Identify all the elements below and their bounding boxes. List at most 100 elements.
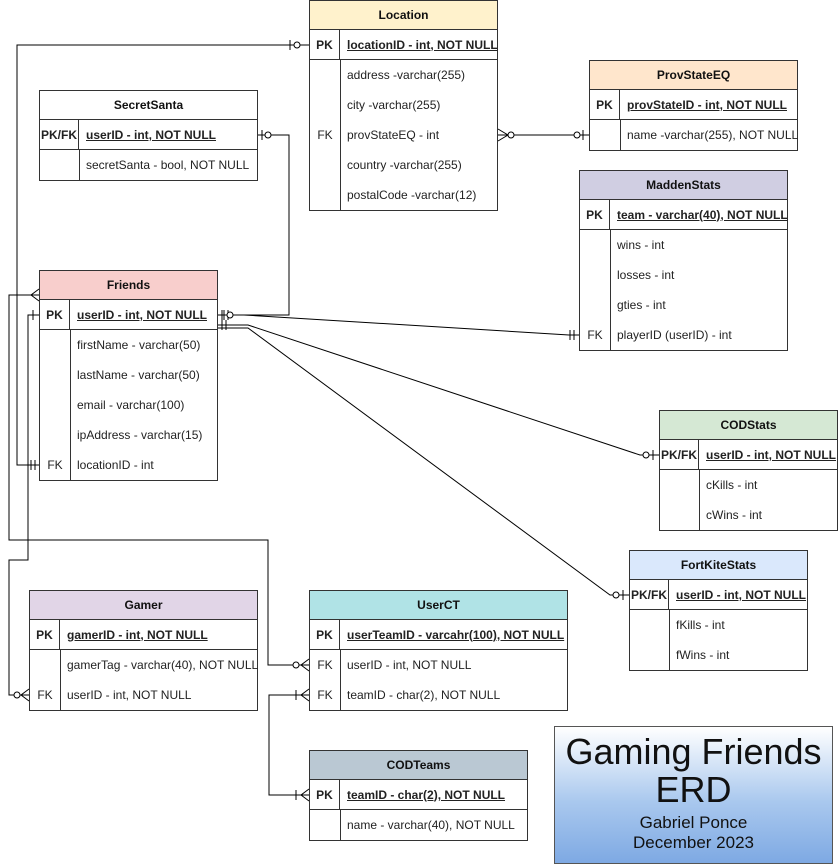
entity-title: Location — [310, 1, 497, 30]
field-name: userID - int, NOT NULL — [706, 447, 836, 462]
entity-title: SecretSanta — [40, 91, 257, 120]
entity-title: CODStats — [660, 411, 837, 440]
key-label — [40, 330, 70, 360]
field-name: locationID - int — [77, 458, 154, 472]
field-row: cWins - int — [660, 500, 837, 530]
crowfoot-marker — [20, 688, 30, 702]
field-name: cKills - int — [706, 478, 758, 492]
diagram-title: Gaming Friends ERD — [565, 731, 822, 810]
field-name: ipAddress - varchar(15) — [77, 428, 203, 442]
field-name: fWins - int — [676, 648, 730, 662]
zero-marker — [13, 691, 21, 699]
key-label: FK — [317, 128, 333, 142]
key-label — [310, 810, 340, 840]
key-label — [310, 180, 340, 210]
field-row: city -varchar(255) — [310, 90, 497, 120]
field-list: secretSanta - bool, NOT NULL — [40, 150, 257, 180]
field-name: city -varchar(255) — [347, 98, 441, 112]
key-column-divider — [610, 230, 611, 350]
field-name: locationID - int, NOT NULL — [347, 37, 498, 52]
key-label — [630, 640, 669, 670]
entity-title: ProvStateEQ — [590, 61, 797, 90]
field-row: address -varchar(255) — [310, 60, 497, 90]
field-name: lastName - varchar(50) — [77, 368, 200, 382]
entity-title: MaddenStats — [580, 171, 787, 200]
key-label: FK — [587, 328, 603, 342]
key-label — [40, 420, 70, 450]
field-row: secretSanta - bool, NOT NULL — [40, 150, 257, 180]
field-row: fWins - int — [630, 640, 807, 670]
key-column-divider — [70, 330, 71, 480]
key-label: PK/FK — [40, 120, 79, 149]
key-label — [660, 470, 699, 500]
field-row: losses - int — [580, 260, 787, 290]
crowfoot-marker — [300, 658, 310, 672]
field-row: firstName - varchar(50) — [40, 330, 217, 360]
key-label — [590, 120, 620, 150]
key-label — [630, 610, 669, 640]
field-row: FK userID - int, NOT NULL — [310, 650, 567, 680]
field-row: email - varchar(100) — [40, 390, 217, 420]
entity-title: CODTeams — [310, 751, 527, 780]
key-label: PK/FK — [660, 440, 699, 469]
key-column-divider — [60, 650, 61, 710]
key-label: FK — [317, 658, 333, 672]
relationship-friends-madden — [218, 314, 579, 336]
key-column-divider — [79, 150, 80, 180]
zero-marker — [573, 131, 581, 139]
key-column-divider — [620, 120, 621, 150]
diagram-date: December 2023 — [633, 833, 754, 852]
diagram-author: Gabriel Ponce — [639, 813, 748, 832]
key-label — [580, 260, 610, 290]
field-list: name -varchar(255), NOT NULL — [590, 120, 799, 150]
key-column-divider — [669, 610, 670, 670]
relationship-friends-fortnite — [218, 327, 629, 596]
field-name: userID - int, NOT NULL — [347, 658, 472, 672]
field-row: fKills - int — [630, 610, 807, 640]
field-name: country -varchar(255) — [347, 158, 462, 172]
field-name: gamerTag - varchar(40), NOT NULL — [67, 658, 259, 672]
entity-title: FortKiteStats — [630, 551, 807, 580]
field-row: cKills - int — [660, 470, 837, 500]
field-name: teamID - char(2), NOT NULL — [347, 787, 506, 802]
key-column-divider — [699, 470, 700, 530]
field-name: cWins - int — [706, 508, 763, 522]
key-column-divider — [340, 60, 341, 210]
field-name: fKills - int — [676, 618, 725, 632]
key-label — [30, 650, 60, 680]
field-list: fKills - int fWins - int — [630, 610, 807, 670]
field-name: name -varchar(255), NOT NULL — [627, 128, 799, 142]
field-name: email - varchar(100) — [77, 398, 185, 412]
field-row: ipAddress - varchar(15) — [40, 420, 217, 450]
field-list: address -varchar(255) city -varchar(255) F… — [310, 60, 497, 210]
key-label — [310, 150, 340, 180]
zero-marker — [642, 451, 650, 459]
entity-title: Friends — [40, 271, 217, 300]
crowfoot-marker — [30, 288, 40, 302]
key-label — [310, 60, 340, 90]
key-label: PK/FK — [630, 580, 669, 609]
field-name: postalCode -varchar(12) — [347, 188, 477, 202]
key-label — [40, 150, 79, 180]
relationship-friends-userct — [8, 294, 309, 666]
key-label — [310, 90, 340, 120]
field-row: country -varchar(255) — [310, 150, 497, 180]
key-label — [40, 360, 70, 390]
